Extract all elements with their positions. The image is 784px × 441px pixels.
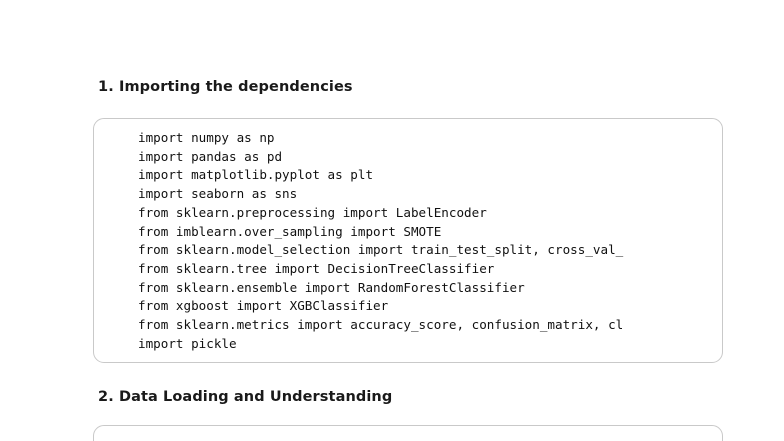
code-line: from imblearn.over_sampling import SMOTE (138, 223, 442, 239)
code-line: import matplotlib.pyplot as plt (138, 167, 374, 183)
code-line: from sklearn.ensemble import RandomFores… (138, 279, 525, 295)
section-heading-data-loading: 2. Data Loading and Understanding (98, 389, 393, 405)
code-line: from sklearn.tree import DecisionTreeCla… (138, 260, 495, 276)
section-heading-importing-dependencies: 1. Importing the dependencies (98, 79, 353, 95)
code-cell-data-loading (93, 425, 723, 441)
code-line: from sklearn.preprocessing import LabelE… (138, 204, 487, 220)
code-line: import pandas as pd (138, 148, 283, 164)
code-line: from sklearn.metrics import accuracy_sco… (138, 317, 624, 333)
code-line: import pickle (138, 335, 237, 351)
code-line: import seaborn as sns (138, 186, 298, 202)
code-line: from xgboost import XGBClassifier (138, 298, 389, 314)
code-line: import numpy as np (138, 130, 275, 145)
code-cell-imports: import numpy as np import pandas as pd i… (93, 118, 723, 363)
code-line: from sklearn.model_selection import trai… (138, 242, 624, 258)
